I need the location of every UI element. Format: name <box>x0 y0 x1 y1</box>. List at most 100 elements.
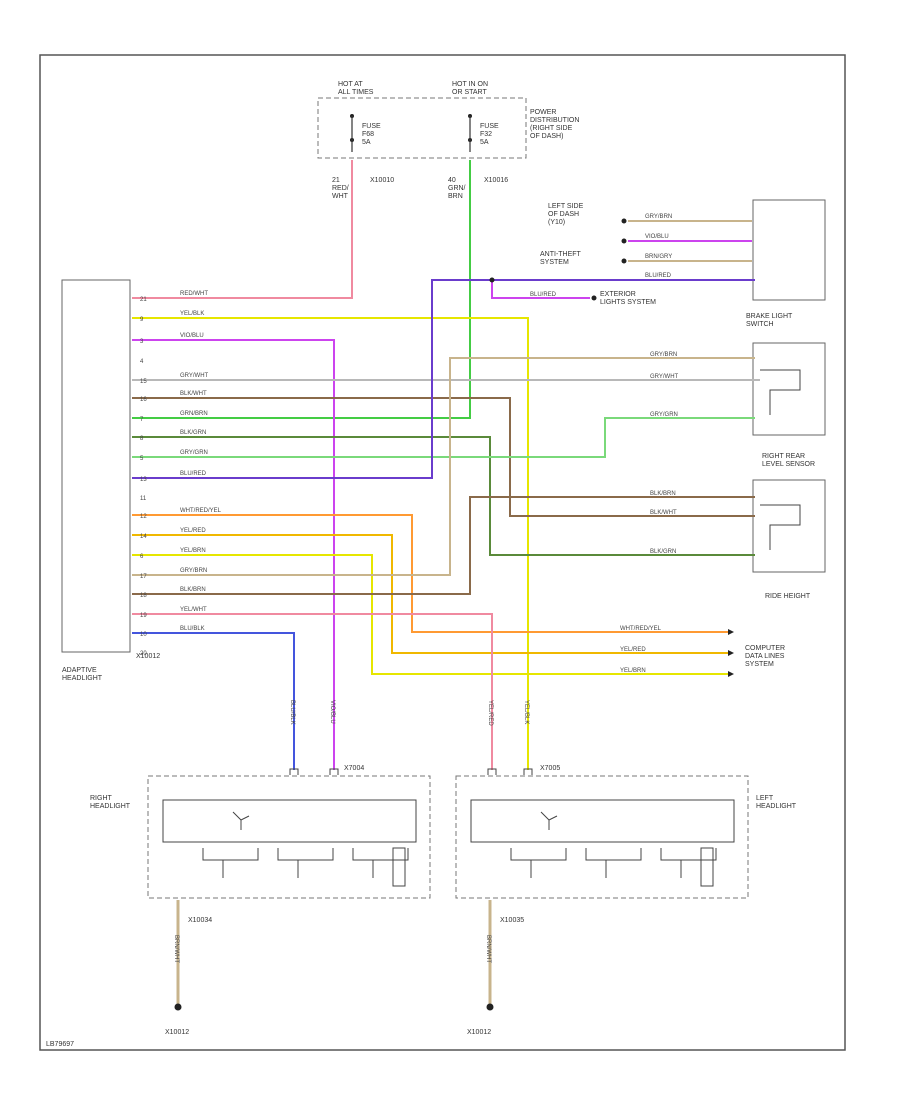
wire-gry-grn <box>132 417 755 458</box>
wire-label-g1: BRN/WHT <box>173 935 179 963</box>
pin-21: 21 <box>140 297 147 303</box>
label-conn-right: X10016 <box>484 177 508 184</box>
wire-label-w17: YEL/WHT <box>180 607 207 613</box>
wire-vio-blu <box>132 339 335 770</box>
wire-label-brk3: BRN/GRY <box>645 254 672 260</box>
label-lh-conn: X7005 <box>540 765 560 772</box>
right-headlight-outer <box>147 775 431 899</box>
conn-brk-3 <box>621 258 627 264</box>
wire-label-w1: RED/WHT <box>180 291 208 297</box>
wire-label-lh2: YEL/BLK <box>523 700 529 724</box>
wire-label-cd3: YEL/BRN <box>620 668 646 674</box>
wire-layer <box>132 160 760 1005</box>
diagram-frame <box>39 54 846 1051</box>
wire-label-w10: BLU/RED <box>180 471 207 477</box>
wire-label-w7: GRN/BRN <box>180 411 208 417</box>
wire-label-cd1: WHT/RED/YEL <box>620 626 662 632</box>
wire-red-wht-power <box>132 160 353 299</box>
wire-label-cd2: YEL/RED <box>620 647 646 653</box>
pin-6: 6 <box>140 554 144 560</box>
hl-conn-0 <box>289 768 299 775</box>
wire-label-brk1: GRY/BRN <box>645 214 672 220</box>
pin-3: 3 <box>140 339 144 345</box>
pin-5: 5 <box>140 456 144 462</box>
wire-label-w16: BLK/BRN <box>180 587 206 593</box>
lh-motor-1 <box>585 848 642 878</box>
brake-connector-box <box>752 199 826 301</box>
rh-motor-0 <box>202 848 259 878</box>
wire-label-rh1: BLU/BLK <box>289 700 295 725</box>
pin-20: 20 <box>140 651 147 657</box>
pin-15: 15 <box>140 379 147 385</box>
level-sensor-box <box>752 479 826 573</box>
rh-sensor <box>392 847 406 887</box>
ext-dot <box>591 295 597 301</box>
wire-label-g2: BRN/WHT <box>485 935 491 963</box>
wire-blk-brn <box>132 496 755 595</box>
switch-body-1 <box>760 504 801 550</box>
wire-grn-brn-power <box>132 160 471 419</box>
left-headlight-outer <box>455 775 749 899</box>
pin-19: 19 <box>140 613 147 619</box>
wire-wht-red-yel <box>132 514 728 633</box>
pin-12: 12 <box>140 514 147 520</box>
wire-label-w18: BLU/BLK <box>180 626 205 632</box>
symbol-layer <box>174 114 801 1011</box>
ground-left <box>486 1003 494 1011</box>
rh-transistor <box>232 811 250 830</box>
switch-body-0 <box>760 369 801 415</box>
wire-blu-blk <box>132 632 295 770</box>
pin-11: 11 <box>140 496 147 502</box>
right-headlight-inner <box>162 799 417 843</box>
label-conn-left: X10010 <box>370 177 394 184</box>
label-adaptive-conn: X10012 <box>136 653 160 660</box>
wire-yel-wht <box>132 613 493 770</box>
wire-label-rs3: BLK/GRN <box>650 549 676 555</box>
wire-label-brk2: VIO/BLU <box>645 234 669 240</box>
wire-label-w2: YEL/BLK <box>180 311 204 317</box>
wire-yel-blk <box>132 317 529 770</box>
wire-label-w9: GRY/GRN <box>180 450 208 456</box>
conn-brk-1 <box>621 218 627 224</box>
hl-conn-3 <box>523 768 533 775</box>
pin-14: 14 <box>140 534 147 540</box>
lh-sensor <box>700 847 714 887</box>
wire-label-bs3: GRY/GRN <box>650 412 678 418</box>
wire-label-w13: YEL/RED <box>180 528 206 534</box>
computer-arrow-2 <box>728 671 734 677</box>
wire-ext <box>491 280 590 299</box>
label-footer: LB79697 <box>46 1041 74 1048</box>
wire-label-w15: GRY/BRN <box>180 568 207 574</box>
left-headlight-inner <box>470 799 735 843</box>
wire-label-bs2: GRY/WHT <box>650 374 679 380</box>
power-distribution-box <box>317 97 527 159</box>
pin-18: 18 <box>140 593 147 599</box>
wire-label-w12: WHT/RED/YEL <box>180 508 222 514</box>
label-rh-conn: X7004 <box>344 765 364 772</box>
rh-motor-2 <box>352 848 409 878</box>
ground-right <box>174 1003 182 1011</box>
computer-arrow-1 <box>728 650 734 656</box>
hl-conn-1 <box>329 768 339 775</box>
wire-gry-brn <box>132 357 755 576</box>
label-gnd-right: X10012 <box>467 1029 491 1036</box>
rh-motor-1 <box>277 848 334 878</box>
wire-label-rh2: VIO/BLU <box>329 700 335 724</box>
wire-label-brk4: BLU/RED <box>645 273 672 279</box>
